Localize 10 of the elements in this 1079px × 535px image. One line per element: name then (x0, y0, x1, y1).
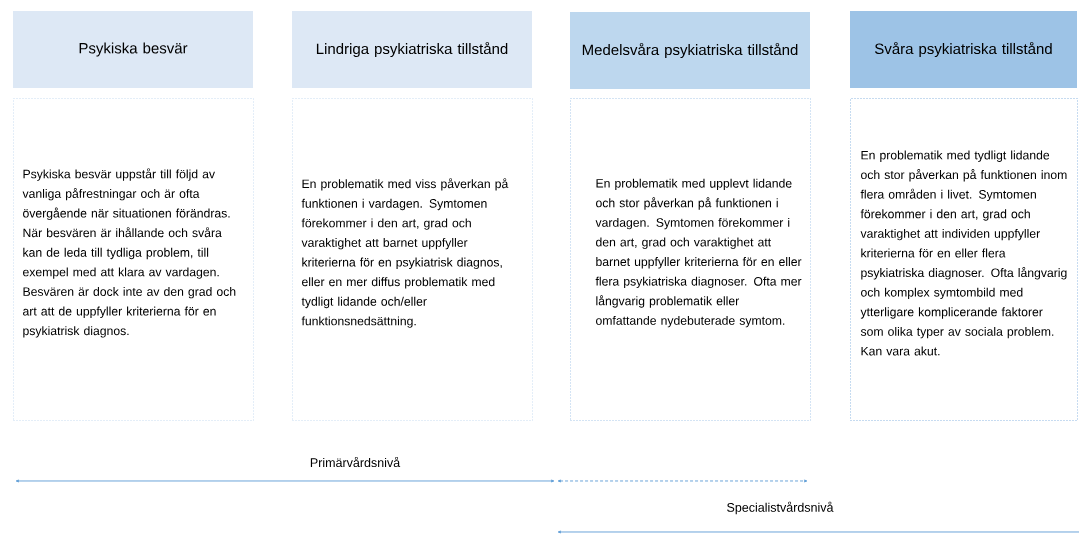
header-box: Psykiska besvär (13, 11, 253, 88)
level-label: Specialistvårdsnivå (727, 501, 834, 515)
header-box: Medelsvåra psykiatriska tillstånd (570, 12, 810, 89)
text-box: Psykiska besvär uppstår till följd av vanliga påfrestningar och är ofta övergående när situationen förändras. När besvären är ihållande och svåra kan de leda till tydliga problem, till exempel med att klara av vardagen. Besvären är dock inte av den grad och art att de uppfyller kriterierna för en psykiatrisk diagnos. (13, 98, 254, 421)
header-box: Svåra psykiatriska tillstånd (850, 11, 1077, 88)
text-box: En problematik med viss påverkan på funktionen i vardagen. Symtomen förekommer i den art, grad och varaktighet att barnet uppfyller kriterierna för en psykiatrisk diagnos, eller en mer diffus problematik med tydligt lidande och/eller funktionsnedsättning. (292, 98, 533, 421)
text-box: En problematik med upplevt lidande och stor påverkan på funktionen i vardagen. Symtomen förekommer i den art, grad och varaktighet att barnet uppfyller kriterierna för en eller flera psykiatriska diagnoser. Ofta mer långvarig problematik eller omfattande nydebuterade symtom. (570, 98, 811, 421)
level-label: Primärvårdsnivå (310, 456, 401, 468)
text-box: En problematik med tydligt lidande och stor påverkan på funktionen inom flera områden i livet. Symtomen förekommer i den art, grad och varaktighet att individen uppfyller kriterierna för en eller flera psykiatriska diagnoser. Ofta långvarig och komplex symtombild med ytterligare komplicerande faktorer som olika typer av sociala problem. Kan vara akut. (850, 98, 1078, 421)
header-box: Lindriga psykiatriska tillstånd (292, 11, 532, 88)
